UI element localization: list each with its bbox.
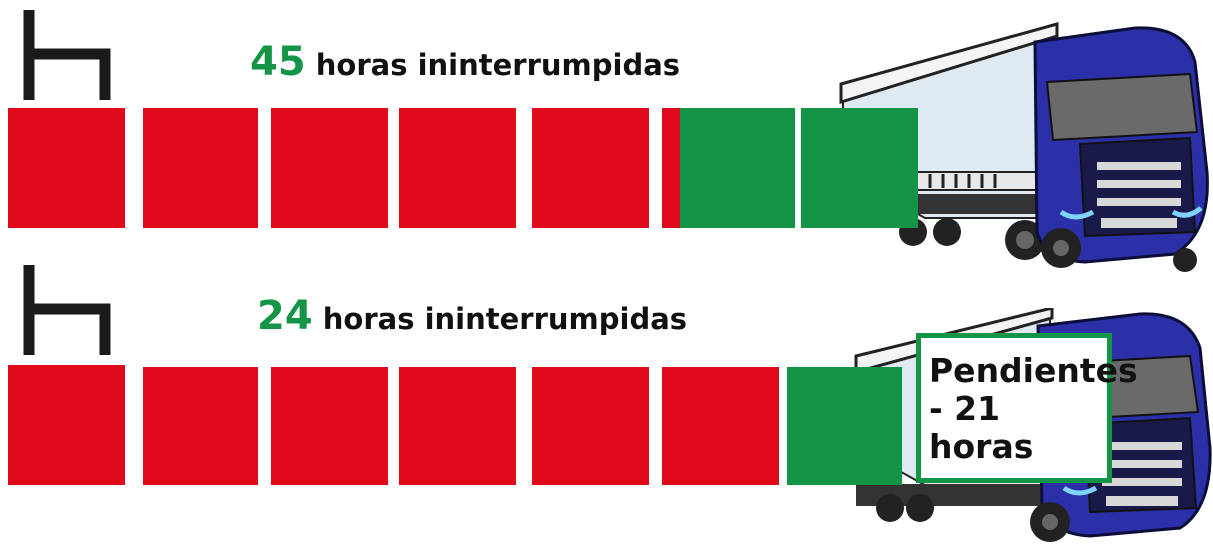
row2-hours-text: horas ininterrumpidas xyxy=(322,302,688,336)
rest-block-red xyxy=(662,367,779,485)
rest-block-red-sliver xyxy=(662,108,680,228)
pending-unit: horas xyxy=(929,427,1034,466)
rest-block-red xyxy=(532,108,649,228)
pending-hours-box: Pendientes - 21 horas xyxy=(916,333,1138,483)
rest-block-red xyxy=(399,108,516,228)
rest-block-red xyxy=(8,365,125,485)
pending-value: - 21 xyxy=(929,389,1001,428)
row1-hours-text: horas ininterrumpidas xyxy=(315,48,681,82)
rest-block-red xyxy=(532,367,649,485)
rest-block-red xyxy=(143,108,258,228)
rest-block-green xyxy=(680,108,795,228)
row2-headline: 24 horas ininterrumpidas xyxy=(257,296,687,336)
row2-hours-number: 24 xyxy=(257,293,313,339)
rest-block-red xyxy=(143,367,258,485)
rest-block-red xyxy=(399,367,516,485)
bed-icon xyxy=(23,265,111,355)
bed-icon xyxy=(23,10,111,100)
rest-block-red xyxy=(271,108,388,228)
row1-hours-number: 45 xyxy=(250,39,306,85)
rest-block-red xyxy=(8,108,125,228)
rest-block-red xyxy=(271,367,388,485)
rest-block-green xyxy=(801,108,918,228)
pending-label: Pendientes xyxy=(929,351,1138,390)
row1-headline: 45 horas ininterrumpidas xyxy=(250,42,680,82)
rest-block-green xyxy=(787,367,902,485)
